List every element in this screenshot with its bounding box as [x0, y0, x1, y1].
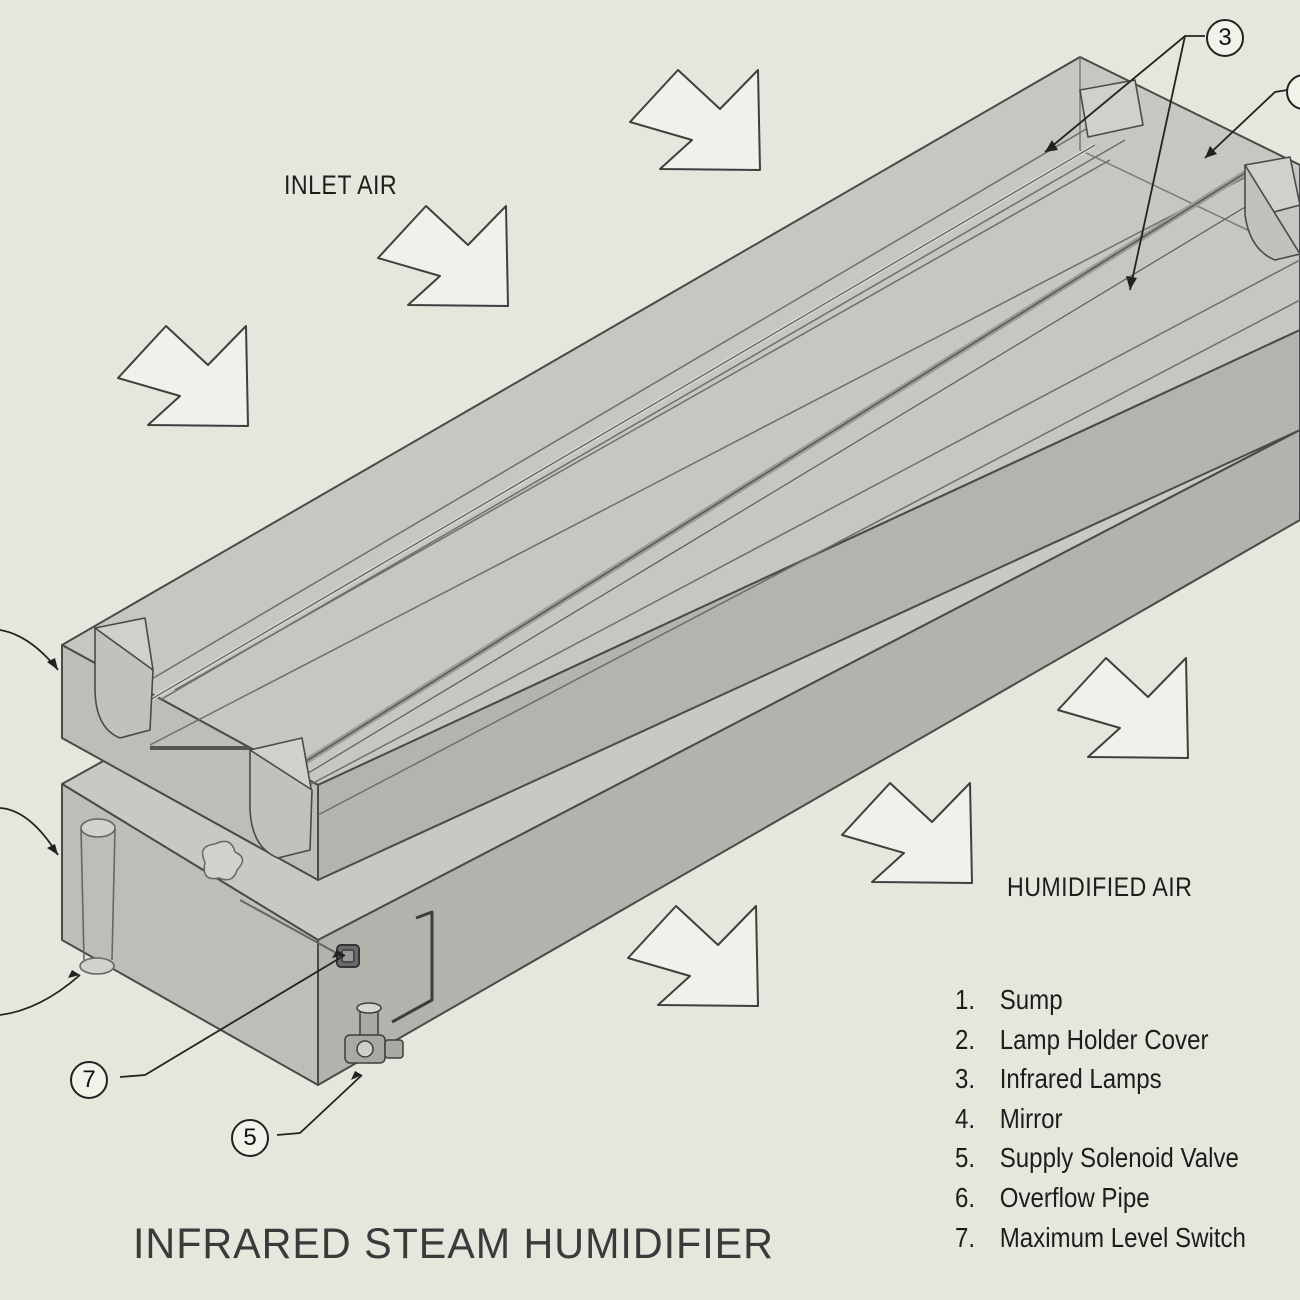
lamp-box — [61, 56, 1300, 881]
legend-item: 6. Overflow Pipe — [955, 1181, 1246, 1221]
float-rod — [239, 899, 341, 956]
legend-text: Infrared Lamps — [999, 1063, 1162, 1095]
solenoid-valve — [344, 910, 434, 1064]
callout-7: 7 — [70, 1061, 108, 1099]
inlet-arrow-2 — [377, 205, 509, 307]
diagram-title: INFRARED STEAM HUMIDIFIER — [133, 1220, 774, 1268]
legend-number: 1. — [955, 984, 976, 1015]
callout-4-cropped — [1286, 74, 1300, 110]
callout-5: 5 — [231, 1119, 269, 1157]
legend-number: 7. — [955, 1221, 976, 1253]
leader-3b — [1129, 35, 1186, 291]
callout-3: 3 — [1206, 19, 1244, 57]
leader-arrowheads — [47, 140, 1217, 1080]
lamp-holder-covers — [94, 79, 1300, 859]
legend-text: Mirror — [999, 1102, 1063, 1134]
legend-item: 1. Sump — [955, 983, 1246, 1023]
inlet-arrow-3 — [629, 69, 761, 171]
inlet-air-label: INLET AIR — [284, 170, 398, 200]
mirror-reflectors — [149, 114, 1300, 816]
legend-item: 4. Mirror — [955, 1102, 1246, 1142]
legend-text: Supply Solenoid Valve — [999, 1142, 1239, 1174]
legend-text: Overflow Pipe — [999, 1181, 1150, 1213]
parts-legend: 1. Sump 2. Lamp Holder Cover 3. Infrared La… — [955, 983, 1246, 1260]
inlet-arrow-1 — [117, 325, 249, 427]
legend-text: Lamp Holder Cover — [999, 1023, 1209, 1055]
legend-text: Maximum Level Switch — [999, 1221, 1246, 1253]
legend-number: 4. — [955, 1102, 976, 1134]
legend-item: 3. Infrared Lamps — [955, 1062, 1246, 1102]
leader-6 — [0, 974, 81, 1016]
legend-number: 6. — [955, 1181, 976, 1213]
infrared-lamps — [148, 143, 1266, 776]
leader-5 — [276, 1074, 363, 1136]
outlet-arrow-1 — [627, 905, 759, 1007]
sump-socket — [201, 840, 244, 881]
leader-7 — [119, 954, 346, 1078]
legend-number: 2. — [955, 1023, 976, 1055]
outlet-arrow-3 — [1057, 657, 1189, 759]
legend-item: 2. Lamp Holder Cover — [955, 1023, 1246, 1063]
legend-item: 5. Supply Solenoid Valve — [955, 1141, 1246, 1181]
leader-2 — [0, 629, 59, 671]
legend-number: 3. — [955, 1063, 976, 1095]
legend-item: 7. Maximum Level Switch — [955, 1221, 1246, 1261]
outlet-arrow-2 — [841, 782, 973, 884]
legend-number: 5. — [955, 1142, 976, 1174]
overflow-pipe — [79, 818, 116, 975]
humidified-air-label: HUMIDIFIED AIR — [1007, 872, 1193, 902]
legend-text: Sump — [999, 984, 1063, 1015]
